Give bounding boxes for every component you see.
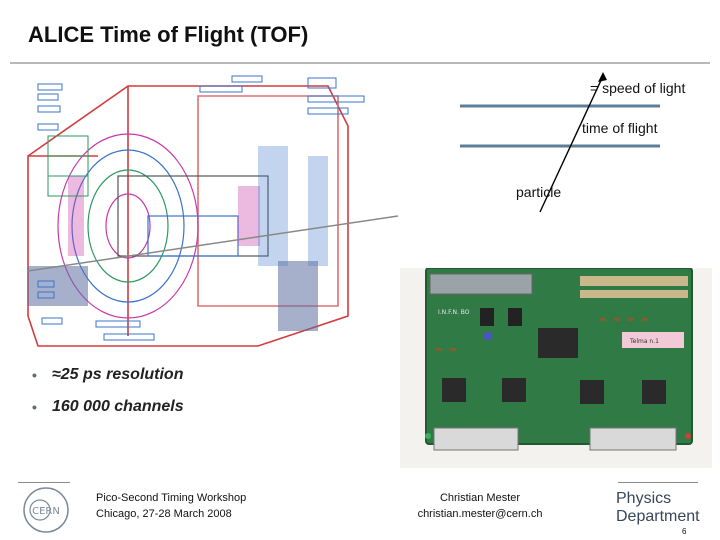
bullet-icon: •	[32, 367, 37, 383]
tof-diagram	[460, 72, 660, 213]
slide-title: ALICE Time of Flight (TOF)	[28, 22, 309, 47]
bullet-icon: •	[32, 399, 37, 415]
footer-rule-right	[618, 482, 698, 483]
alice-detector-drawing	[8, 66, 400, 350]
board-silkscreen: I.N.F.N. BO	[438, 309, 470, 316]
tof-readout-board: I.N.F.N. BO Telma n.1	[425, 268, 693, 451]
workshop-name: Pico-Second Timing Workshop	[96, 492, 247, 504]
cern-logo: CERN	[23, 487, 69, 533]
workshop-date: Chicago, 27-28 March 2008	[96, 508, 232, 520]
author-email[interactable]: christian.mester@cern.ch	[417, 508, 543, 520]
author-info: Christian Mester christian.mester@cern.c…	[410, 490, 550, 522]
particle-track	[539, 75, 604, 213]
time-of-flight-label: time of flight	[582, 120, 658, 136]
dept-line-1: Physics	[616, 490, 672, 507]
svg-text:CERN: CERN	[32, 506, 60, 517]
dept-line-2: Department	[616, 508, 700, 525]
speed-of-light-label: = speed of light	[590, 80, 686, 96]
footer-rule-left	[18, 482, 70, 483]
page-number: 6	[682, 527, 687, 536]
department-label: Physics Department	[616, 490, 700, 526]
key-facts-list: • ≈25 ps resolution • 160 000 channels	[30, 362, 184, 426]
title-divider	[10, 62, 710, 64]
list-item: • ≈25 ps resolution	[30, 362, 184, 394]
channels-text: 160 000 channels	[52, 398, 184, 415]
author-name: Christian Mester	[439, 492, 521, 504]
particle-label: particle	[516, 184, 562, 200]
arrowhead-icon	[598, 72, 607, 82]
board-sticker: Telma n.1	[629, 338, 659, 345]
resolution-text: ≈25 ps resolution	[52, 366, 184, 383]
workshop-info: Pico-Second Timing Workshop Chicago, 27-…	[96, 490, 246, 522]
list-item: • 160 000 channels	[30, 394, 184, 426]
